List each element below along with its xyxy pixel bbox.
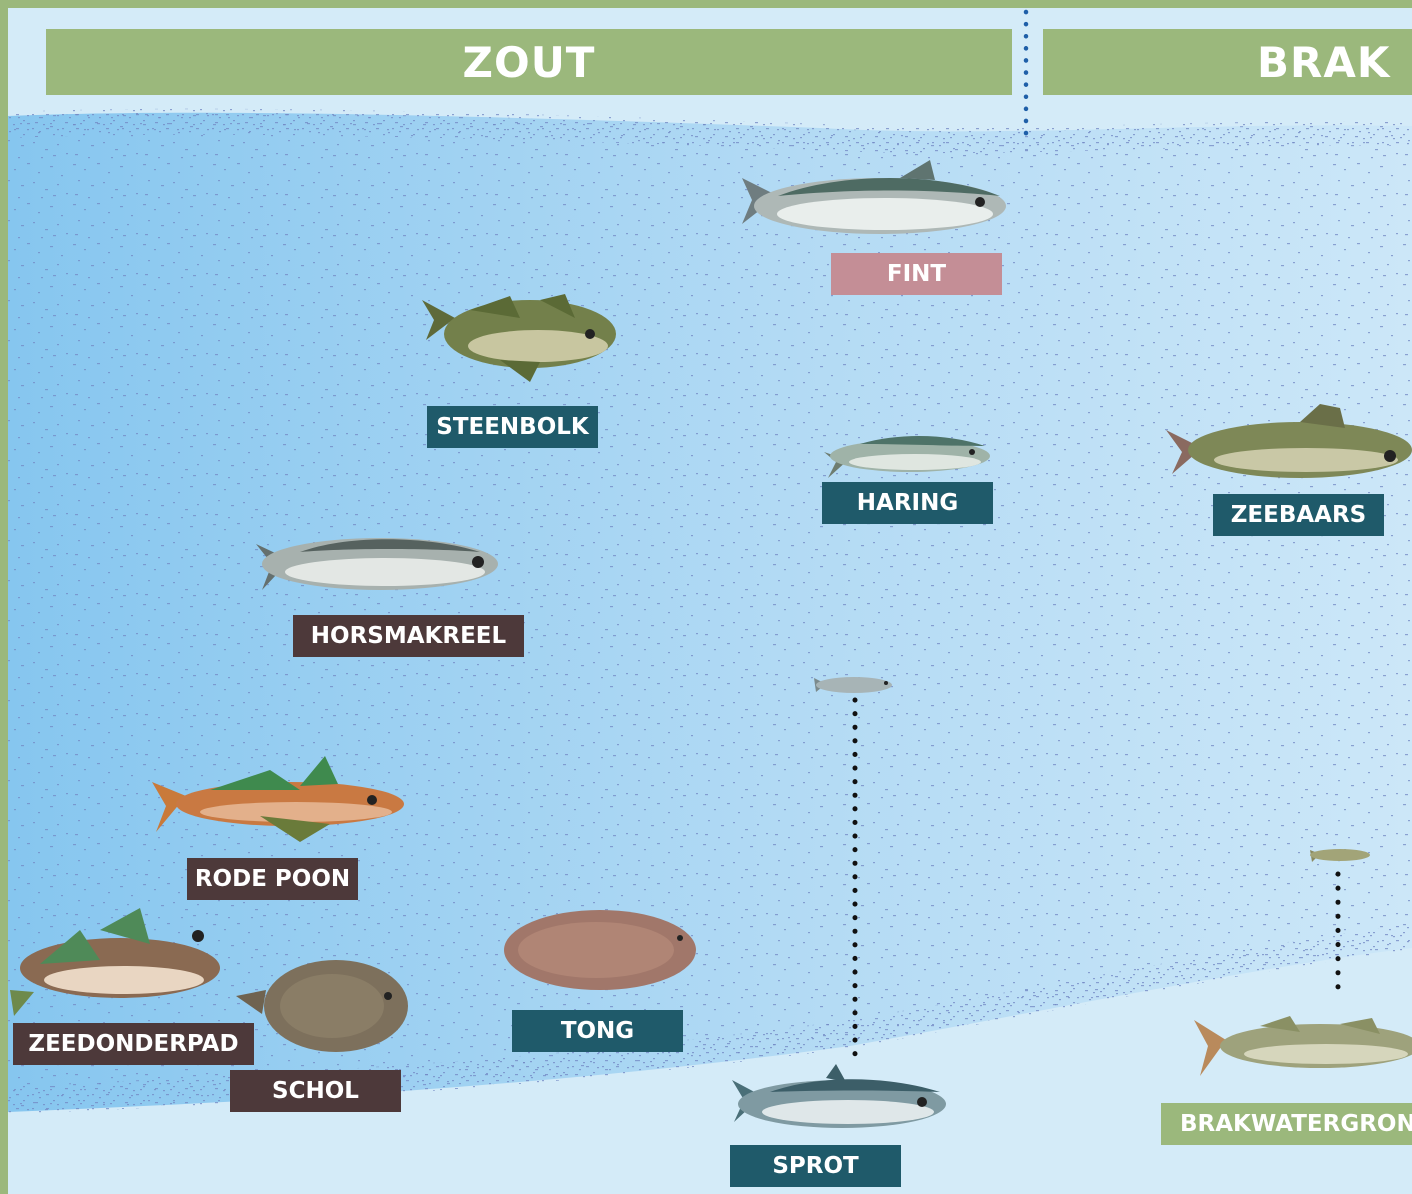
zeebaars-fish [1166,404,1412,478]
label-zeedonderpad: ZEEDONDERPAD [13,1023,254,1065]
schol-fish [236,960,408,1052]
sprot-fish [732,1064,946,1128]
zone-header-zout-label: ZOUT [462,37,596,87]
zone-header-brak-label: BRAK [1257,37,1391,87]
label-fint: FINT [831,253,1002,295]
label-rode-poon: RODE POON [187,858,358,900]
brakwatergrondel-fish [1194,1016,1412,1076]
tong-fish [504,910,696,990]
label-brakwatergrondel: BRAKWATERGROND [1161,1103,1412,1145]
brakwatergrondel-small-fish [1310,849,1370,862]
frame-left [0,0,8,1194]
label-sprot: SPROT [730,1145,901,1187]
sprot-small-fish [814,677,892,693]
water-bottom-edge [8,924,1412,1114]
label-horsmakreel: HORSMAKREEL [293,615,524,657]
horsmakreel-fish [256,538,498,590]
steenbolk-fish [422,294,616,382]
label-schol: SCHOL [230,1070,401,1112]
label-tong: TONG [512,1010,683,1052]
zone-header-zout: ZOUT [46,29,1012,95]
zone-header-brak: BRAK [1043,29,1412,95]
label-zeebaars: ZEEBAARS [1213,494,1384,536]
water-surface-edge [8,108,1412,154]
zeedonderpad-fish [10,908,220,1016]
rode-poon-fish [152,756,404,842]
frame-top [0,0,1412,8]
label-steenbolk: STEENBOLK [427,406,598,448]
label-haring: HARING [822,482,993,524]
fint-fish [742,160,1006,234]
haring-fish [824,435,990,478]
water-speckle [8,112,1412,1112]
